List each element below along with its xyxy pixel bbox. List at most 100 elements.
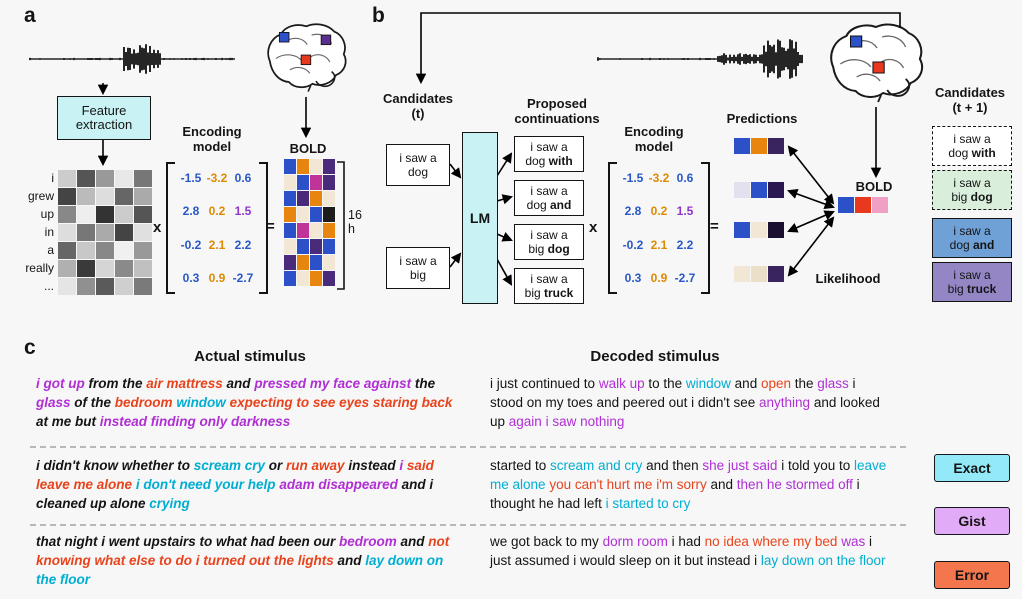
legend-exact: Exact xyxy=(934,454,1010,482)
candidate-t1-box-3: i saw a dog and xyxy=(932,218,1012,258)
text-segment: bedroom xyxy=(339,534,397,549)
encoding-model-line2: model xyxy=(634,139,674,154)
grid-cell xyxy=(58,242,76,259)
arrow-lm-to-continuation4 xyxy=(496,258,513,286)
grid-cell xyxy=(58,224,76,241)
text-segment: no idea where my bed xyxy=(704,534,838,549)
audio-waveform-a xyxy=(29,44,235,74)
text-segment: walk up xyxy=(598,376,645,391)
continuation-box-2: i saw a dog and xyxy=(514,180,584,216)
matrix-value: -3.2 xyxy=(206,171,228,185)
text-segment: dog xyxy=(525,154,549,168)
text-segment: or xyxy=(265,458,287,473)
text-segment: window xyxy=(685,376,731,391)
grid-cell xyxy=(310,239,322,254)
grid-cell xyxy=(58,170,76,187)
candidates-t1-line1: Candidates xyxy=(934,85,1006,100)
brain-icon-b xyxy=(830,23,924,103)
arrow-prediction2-bold xyxy=(787,188,835,210)
grid-cell xyxy=(297,255,309,270)
matrix-value: -0.2 xyxy=(622,237,644,252)
legend-gist-label: Gist xyxy=(958,513,986,529)
text-segment: i thought he had left xyxy=(490,477,860,511)
text-segment: and xyxy=(730,376,761,391)
grid-cell xyxy=(297,207,309,222)
grid-cell xyxy=(297,159,309,174)
matrix-value: 0.3 xyxy=(624,270,642,285)
candidate-line1: i saw a xyxy=(399,150,437,165)
text-segment: i told you to xyxy=(777,458,854,473)
legend-error-label: Error xyxy=(954,567,990,583)
arrow-prediction3-bold xyxy=(787,210,835,233)
grid-cell xyxy=(284,207,296,222)
text-segment: dog xyxy=(970,190,993,204)
legend-error: Error xyxy=(934,561,1010,589)
text-segment: open xyxy=(760,376,791,391)
grid-cell xyxy=(751,138,767,154)
text-segment: instead xyxy=(344,458,400,473)
feature-word-label: a xyxy=(47,243,54,257)
grid-cell xyxy=(96,242,114,259)
candidate-line2: big xyxy=(410,268,426,283)
grid-cell xyxy=(115,260,133,277)
grid-cell xyxy=(734,266,750,282)
arrow-candidate2-to-lm xyxy=(449,252,462,268)
text-segment: crying xyxy=(149,496,190,511)
arrow-lm-to-continuation1 xyxy=(496,152,513,177)
grid-cell xyxy=(310,191,322,206)
candidates-t-label: Candidates (t) xyxy=(380,91,456,121)
language-model-box: LM xyxy=(462,132,498,304)
candidate-t1-line1: i saw a xyxy=(953,131,991,146)
grid-cell xyxy=(115,206,133,223)
bold-response-grid xyxy=(284,159,335,286)
grid-cell xyxy=(310,271,322,286)
grid-cell xyxy=(323,207,335,222)
text-segment: not knowing what else to do i turned out… xyxy=(36,534,450,568)
grid-cell xyxy=(323,191,335,206)
text-segment: of the xyxy=(70,395,115,410)
grid-cell xyxy=(838,197,854,213)
text-segment: dog xyxy=(948,146,972,160)
matrix-value: 2.2 xyxy=(234,237,252,252)
proposed-continuations-label: Proposed continuations xyxy=(502,96,612,126)
brain-icon-a xyxy=(267,23,347,92)
encoding-model-line1: Encoding xyxy=(182,124,242,139)
grid-cell xyxy=(297,223,309,238)
text-segment: i didn't know whether to xyxy=(36,458,194,473)
text-segment: at me but xyxy=(36,414,100,429)
grid-cell xyxy=(77,206,95,223)
matrix-bracket-left xyxy=(166,162,175,294)
arrow-prediction4-bold xyxy=(787,216,835,277)
grid-cell xyxy=(284,191,296,206)
text-segment: lay down on the floor xyxy=(760,553,886,568)
text-segment: was xyxy=(841,534,866,549)
text-segment: expecting to see eyes staring back xyxy=(229,395,453,410)
prediction-vector-1 xyxy=(734,138,784,154)
grid-cell xyxy=(768,266,784,282)
feedback-arrow xyxy=(415,12,901,85)
voxel-square-blue xyxy=(850,35,863,48)
matrix-value: -1.5 xyxy=(180,171,202,185)
candidate-box-big: i saw a big xyxy=(386,247,450,289)
grid-cell xyxy=(77,170,95,187)
candidate-t1-line1: i saw a xyxy=(953,175,991,190)
matrix-value: 0.2 xyxy=(208,204,226,219)
grid-cell xyxy=(96,224,114,241)
grid-cell xyxy=(134,260,152,277)
text-segment: i got up xyxy=(36,376,85,391)
candidate-t1-line2: dog and xyxy=(950,238,995,253)
grid-cell xyxy=(134,170,152,187)
text-segment: that night i went upstairs to what had b… xyxy=(36,534,340,549)
continuation-line2: dog and xyxy=(527,198,572,213)
bold-label-a: BOLD xyxy=(289,141,327,156)
text-segment: and looked up xyxy=(490,395,880,429)
